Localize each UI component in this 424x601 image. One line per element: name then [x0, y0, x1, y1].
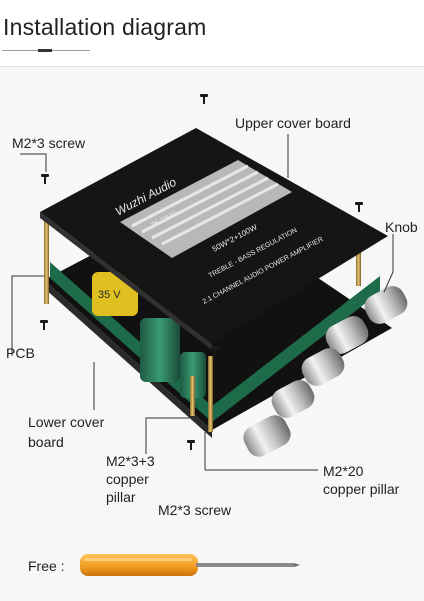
label-free: Free : — [28, 558, 65, 574]
screwdriver-icon — [80, 554, 300, 576]
amplifier-diagram: Wuzhi Audio ZK-TB22 50W*2+100W TREBLE - … — [11, 94, 408, 576]
label-lower-cover-board-line2: board — [28, 434, 64, 450]
leader-lines — [11, 134, 394, 471]
label-pillar-33-line3: pillar — [106, 489, 136, 505]
label-knob: Knob — [385, 219, 418, 235]
label-screw-top: M2*3 screw — [12, 135, 86, 151]
screw-icon — [40, 94, 363, 450]
label-pillar-33-line1: M2*3+3 — [106, 453, 155, 469]
label-pcb: PCB — [6, 345, 35, 361]
label-pillar-20-line1: M2*20 — [323, 463, 364, 479]
pcb — [50, 262, 380, 422]
label-upper-cover-board: Upper cover board — [235, 115, 351, 131]
copper-pillar-icon — [44, 220, 361, 432]
lower-cover-board-edge — [44, 280, 212, 438]
header: Installation diagram — [0, 0, 424, 66]
upper-cover-board — [40, 128, 388, 344]
page-title: Installation diagram — [3, 14, 207, 40]
title-underline-accent — [38, 49, 52, 52]
label-lower-cover-board-line1: Lower cover — [28, 414, 105, 430]
knob-icon — [243, 286, 408, 457]
upper-cover-board-edge — [40, 212, 212, 350]
label-screw-bottom: M2*3 screw — [158, 502, 232, 518]
heatsink-fins — [131, 164, 279, 246]
label-pillar-33-line2: copper — [106, 471, 149, 487]
label-pillar-20-line2: copper pillar — [323, 481, 400, 497]
capacitor-label: 35 V — [98, 289, 121, 301]
